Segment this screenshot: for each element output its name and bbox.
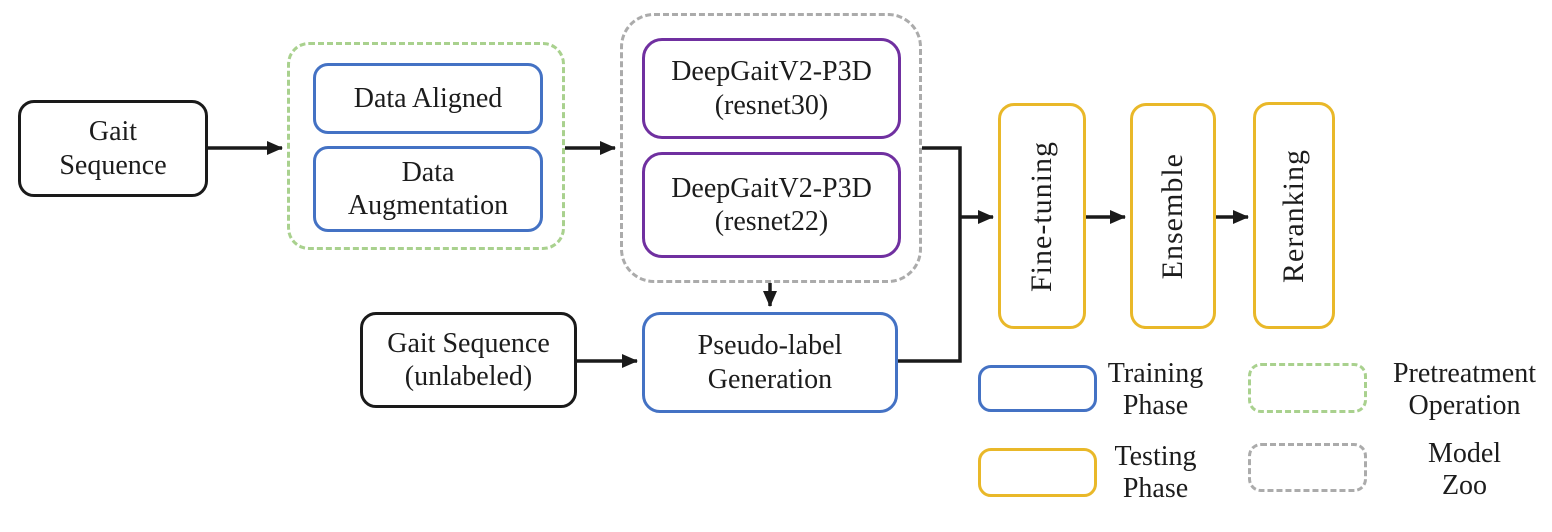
- legend-pretreatment-swatch: [1248, 363, 1367, 413]
- node-ensemble-label: Ensemble: [1156, 152, 1189, 280]
- node-deepgaitv2-resnet30: DeepGaitV2-P3D (resnet30): [642, 38, 901, 139]
- node-data-augmentation: Data Augmentation: [313, 146, 543, 232]
- node-deepgaitv2-resnet22-label: DeepGaitV2-P3D (resnet22): [671, 172, 872, 237]
- node-ensemble: Ensemble: [1130, 103, 1216, 329]
- node-data-augmentation-label: Data Augmentation: [347, 156, 509, 221]
- legend-testing-swatch: [978, 448, 1097, 497]
- node-gait-sequence-label: Gait Sequence: [59, 116, 167, 181]
- node-reranking: Reranking: [1253, 102, 1335, 329]
- legend-training-label: Training Phase: [1107, 358, 1204, 421]
- node-fine-tuning: Fine-tuning: [998, 103, 1086, 329]
- node-pseudo-label-generation: Pseudo-label Generation: [642, 312, 898, 413]
- node-reranking-label: Reranking: [1277, 148, 1310, 283]
- node-gait-sequence: Gait Sequence: [18, 100, 208, 197]
- node-data-aligned: Data Aligned: [313, 63, 543, 134]
- legend-model-zoo-swatch: [1248, 443, 1367, 492]
- node-deepgaitv2-resnet30-label: DeepGaitV2-P3D (resnet30): [671, 56, 872, 121]
- pretreatment-group-container: [287, 42, 565, 250]
- node-gait-sequence-unlabeled: Gait Sequence (unlabeled): [360, 312, 577, 408]
- node-data-aligned-label: Data Aligned: [353, 82, 503, 114]
- node-fine-tuning-label: Fine-tuning: [1025, 140, 1058, 292]
- legend-model-zoo-label: Model Zoo: [1427, 438, 1502, 501]
- legend-training-swatch: [978, 365, 1097, 412]
- node-gait-sequence-unlabeled-label: Gait Sequence (unlabeled): [387, 327, 550, 392]
- node-deepgaitv2-resnet22: DeepGaitV2-P3D (resnet22): [642, 152, 901, 258]
- legend-pretreatment-label: Pretreatment Operation: [1392, 358, 1537, 421]
- legend-testing-label: Testing Phase: [1114, 441, 1197, 504]
- node-pseudo-label-generation-label: Pseudo-label Generation: [697, 330, 843, 395]
